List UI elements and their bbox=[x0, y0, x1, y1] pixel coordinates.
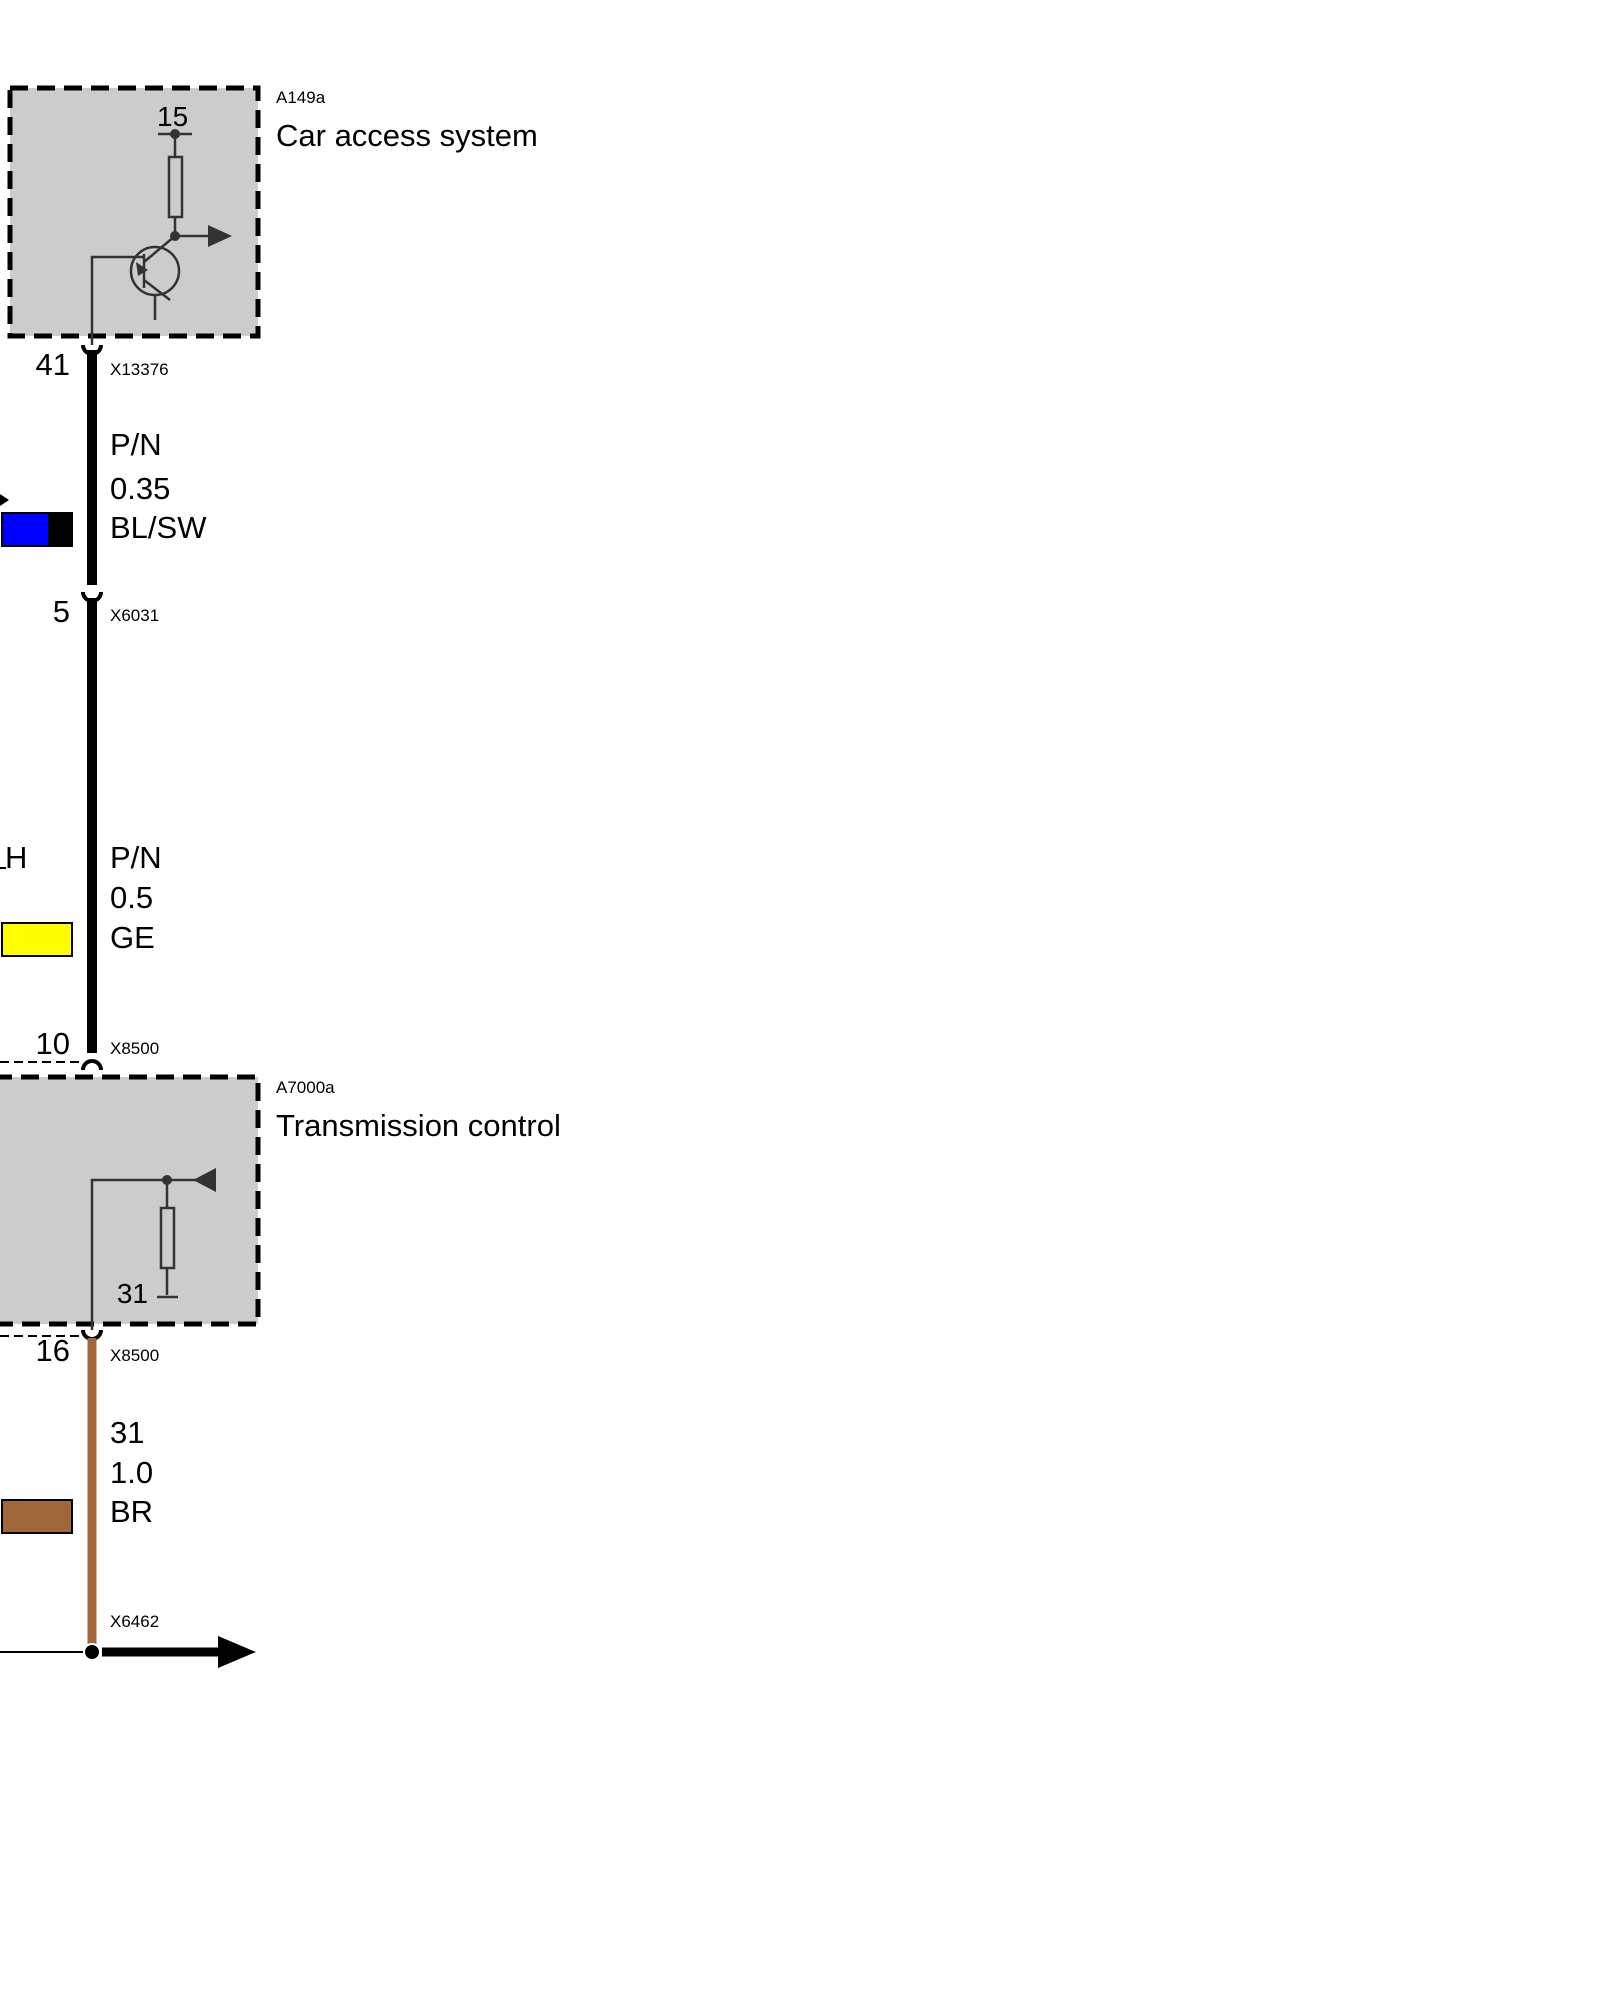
module-box bbox=[7, 85, 261, 339]
socket-symbol bbox=[81, 1329, 103, 1341]
wire-signal: 31 bbox=[110, 1415, 144, 1450]
connector-x8500-pin10[interactable]: 10 X8500 bbox=[0, 1026, 159, 1071]
pin-number: 5 bbox=[53, 594, 70, 629]
wire-color-swatch bbox=[1, 512, 73, 547]
socket-symbol bbox=[81, 344, 103, 356]
connector-label: X6462 bbox=[110, 1612, 159, 1631]
pin-number: 10 bbox=[36, 1026, 70, 1061]
output-arrow-icon bbox=[208, 225, 232, 247]
connector-label: X8500 bbox=[110, 1346, 159, 1365]
wire-segment-br[interactable]: 31 1.0 BR bbox=[1, 1338, 153, 1655]
module-car-access-system[interactable]: 15 A149a Car access system bbox=[7, 85, 538, 345]
offpage-arrow-icon bbox=[0, 494, 9, 506]
component-name: Car access system bbox=[276, 118, 538, 153]
input-arrow-icon bbox=[193, 1168, 216, 1192]
connector-x13376[interactable]: 41 X13376 bbox=[36, 344, 169, 382]
connector-label: X6031 bbox=[110, 606, 159, 625]
wire-color-swatch bbox=[1, 922, 73, 957]
wire-cross-section: 0.35 bbox=[110, 471, 170, 506]
connector-x6031[interactable]: 5 X6031 bbox=[53, 591, 159, 629]
pin-number: 16 bbox=[36, 1333, 70, 1368]
socket-symbol bbox=[81, 1059, 103, 1071]
terminal-dot bbox=[170, 129, 180, 139]
internal-circuit bbox=[90, 132, 212, 345]
junction-dot bbox=[170, 231, 180, 241]
component-id: A149a bbox=[276, 88, 326, 107]
junction-dot bbox=[83, 1643, 101, 1661]
internal-terminal-label: 15 bbox=[157, 101, 188, 132]
connector-x8500-pin16[interactable]: 16 X8500 bbox=[0, 1329, 159, 1368]
wire-cross-section: 1.0 bbox=[110, 1455, 153, 1490]
internal-circuit bbox=[90, 1178, 196, 1330]
junction-dot bbox=[162, 1175, 172, 1185]
module-transmission-control[interactable]: 31 A7000a Transmission control bbox=[0, 1074, 561, 1330]
component-name: Transmission control bbox=[276, 1108, 561, 1143]
connector-label: X8500 bbox=[110, 1039, 159, 1058]
component-id: A7000a bbox=[276, 1078, 335, 1097]
module-box bbox=[0, 1074, 261, 1327]
wire-segment-ge[interactable]: P/N 0.5 GE H bbox=[0, 598, 162, 1053]
wire-signal: P/N bbox=[110, 840, 162, 875]
connector-label: X13376 bbox=[110, 360, 169, 379]
wire-cross-section: 0.5 bbox=[110, 880, 153, 915]
ground-connector-x6462[interactable]: X6462 bbox=[0, 1612, 256, 1668]
wire-color-code: BL/SW bbox=[110, 510, 207, 545]
wire-segment-bl-sw[interactable]: P/N 0.35 BL/SW bbox=[0, 350, 207, 585]
wire-color-code: GE bbox=[110, 920, 155, 955]
pin-number: 41 bbox=[36, 347, 70, 382]
emitter-arrow-icon bbox=[136, 262, 148, 276]
partial-label: H bbox=[5, 840, 27, 875]
wire-signal: P/N bbox=[110, 427, 162, 462]
wire-color-swatch bbox=[1, 1499, 73, 1534]
internal-terminal-label: 31 bbox=[117, 1278, 148, 1309]
wire-color-code: BR bbox=[110, 1494, 153, 1529]
ground-arrow-icon bbox=[218, 1636, 256, 1668]
